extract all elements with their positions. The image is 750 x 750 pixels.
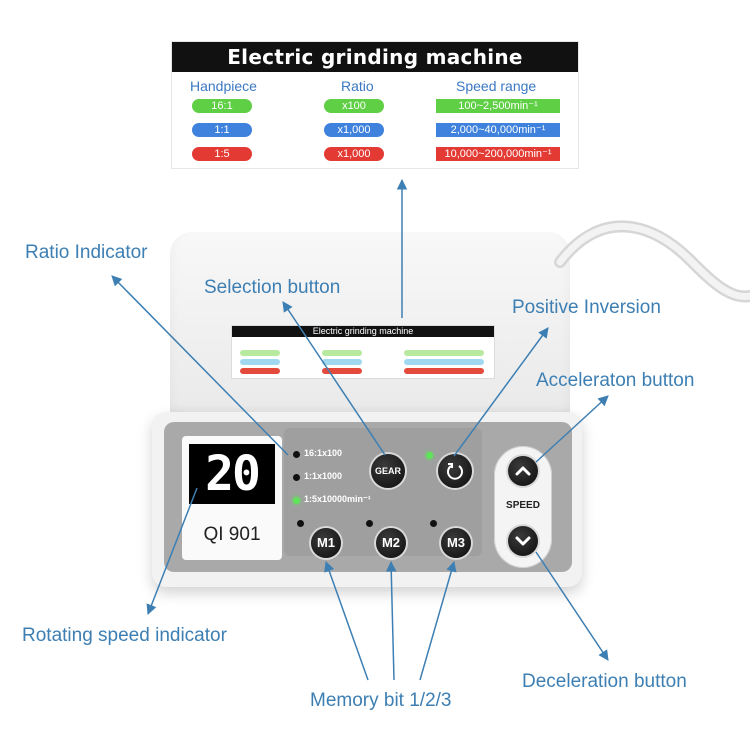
ratio-led-3-active [293,497,300,504]
memory-led-1 [297,520,304,527]
sticker-pill [240,350,280,356]
row2-speed: 2,000~40,000min⁻¹ [436,123,560,137]
memory-led-2 [366,520,373,527]
label-rotating-speed-indicator: Rotating speed indicator [22,625,227,646]
memory-1-button[interactable]: M1 [311,528,341,558]
inversion-led [426,452,433,459]
label-acceleration-button: Acceleraton button [536,370,695,391]
sticker-title: Electric grinding machine [232,326,494,337]
header-handpiece: Handpiece [190,78,257,94]
row2-ratio: x1,000 [324,123,384,137]
row2-handpiece: 1:1 [192,123,252,137]
ratio-option-2: 1:1x1000 [304,471,343,481]
spec-table: Electric grinding machine Handpiece Rati… [172,42,578,168]
label-memory-bit: Memory bit 1/2/3 [310,690,452,711]
row3-handpiece: 1:5 [192,147,252,161]
spec-table-title: Electric grinding machine [172,42,578,72]
header-speed-range: Speed range [456,78,537,94]
row1-handpiece: 16:1 [192,99,252,113]
row1-ratio: x100 [324,99,384,113]
label-positive-inversion: Positive Inversion [512,297,661,318]
row1-speed: 100~2,500min⁻¹ [436,99,560,113]
speed-display: 20 [189,444,275,504]
ratio-led-2 [293,474,300,481]
sticker-pill [404,368,484,374]
acceleration-button[interactable] [508,456,538,486]
ratio-option-3: 1:5x10000min⁻¹ [304,494,371,504]
memory-3-button[interactable]: M3 [441,528,471,558]
sticker-pill [404,350,484,356]
memory-2-button[interactable]: M2 [376,528,406,558]
gear-selection-button[interactable]: GEAR [371,454,405,488]
ratio-option-1: 16:1x100 [304,448,343,458]
memory-led-3 [430,520,437,527]
model-label: QI 901 [203,524,261,545]
sticker-pill [240,368,280,374]
rotate-icon [447,463,463,480]
sticker-pill [322,359,362,365]
positive-inversion-button[interactable] [438,454,472,488]
sticker-pill [322,368,362,374]
chevron-up-icon [515,466,531,476]
deceleration-button[interactable] [508,526,538,556]
sticker-pill [322,350,362,356]
sticker-pill [404,359,484,365]
speed-label: SPEED [506,500,540,511]
row3-ratio: x1,000 [324,147,384,161]
ratio-led-1 [293,451,300,458]
header-ratio: Ratio [341,78,374,94]
label-ratio-indicator: Ratio Indicator [25,242,148,263]
sticker-pill [240,359,280,365]
label-selection-button: Selection button [204,277,341,298]
label-deceleration-button: Deceleration button [522,671,687,692]
row3-speed: 10,000~200,000min⁻¹ [436,147,560,161]
device-sticker: Electric grinding machine [232,326,494,378]
chevron-down-icon [515,536,531,546]
